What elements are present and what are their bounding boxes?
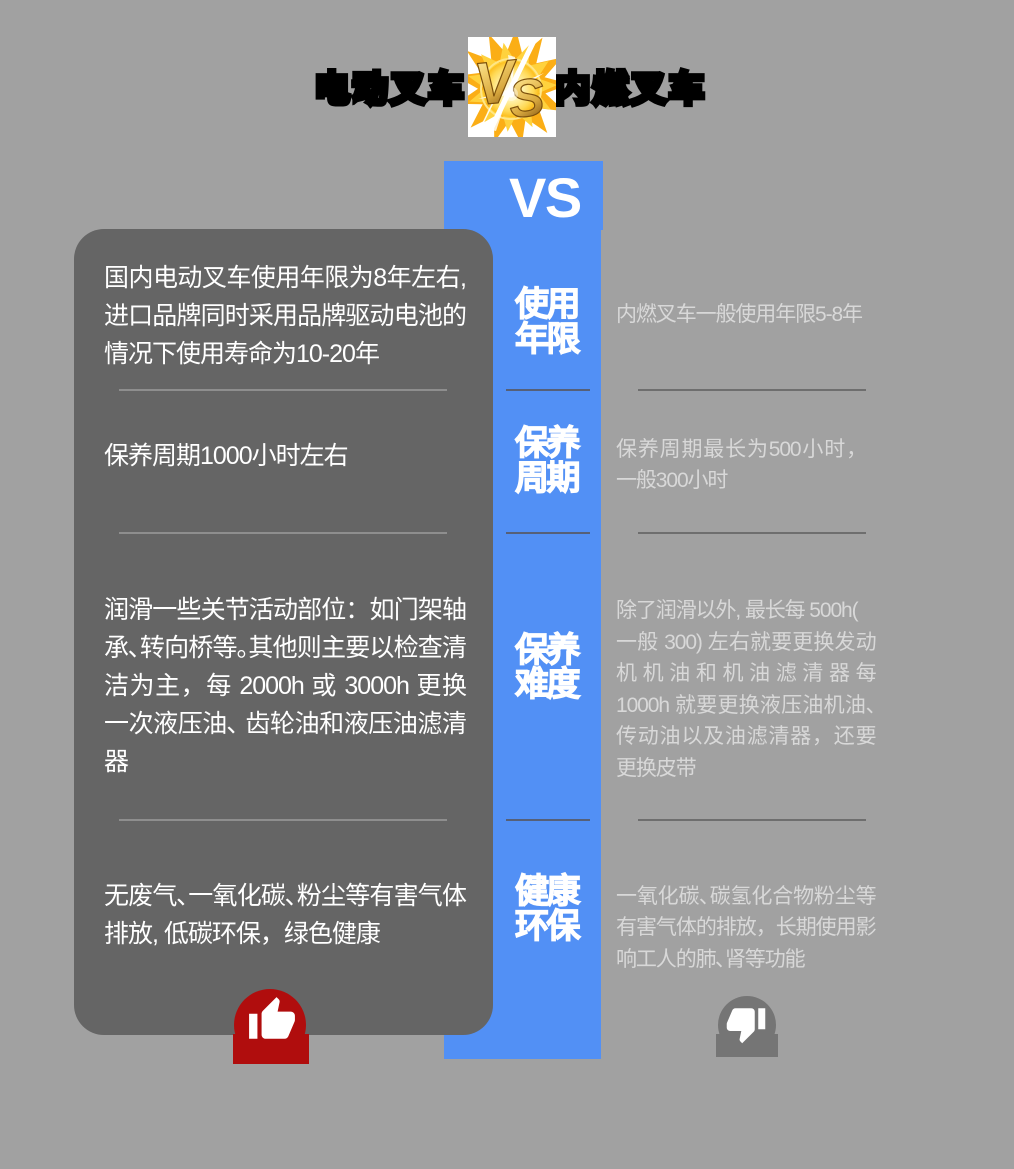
divider <box>119 532 447 534</box>
left-row-service-life: 国内电动叉车使用年限为8年左右, 进口品牌同时采用品牌驱动电池的情况下使用寿命为1… <box>104 259 467 373</box>
category-health-environment: 健康环保 <box>492 872 601 945</box>
text-line: 健康 <box>514 872 581 911</box>
text-line: 更换皮带 <box>616 756 697 780</box>
divider <box>506 532 590 534</box>
thumbs-down-icon <box>726 1008 766 1044</box>
text-line: 保养周期1000小时左右 <box>104 441 349 470</box>
vs-burst-badge: V S <box>453 13 570 182</box>
title-electric-forklift: 电动叉车 <box>312 67 467 112</box>
thumbs-up-tail <box>233 1034 309 1064</box>
thumbs-up-icon <box>249 997 295 1039</box>
right-row-maintenance-difficulty: 除了润滑以外, 最长每 500h( 一般 300) 左右就要更换发动机机油和机油滤… <box>616 595 877 784</box>
divider <box>638 532 866 534</box>
text-line: 进口品牌同时采用品牌驱动电池的 <box>104 302 467 330</box>
text-line: 一氧化碳､碳氢化合物粉尘等 <box>616 884 877 908</box>
vs-column-header-label: VS <box>509 166 582 229</box>
thumbs-up-badge <box>233 989 309 1064</box>
text-line: 无废气､一氧化碳､粉尘等有害气体 <box>104 881 467 910</box>
divider <box>638 389 866 391</box>
title-ic-forklift: 内燃叉车 <box>552 67 708 112</box>
right-row-service-life: 内燃叉车一般使用年限5-8年 <box>616 299 869 331</box>
text-line: 排放, 低碳环保，绿色健康 <box>104 919 381 948</box>
divider <box>119 819 447 821</box>
text-line: 内燃叉车一般使用年限5-8年 <box>616 302 863 326</box>
text-line: 保养 <box>514 424 581 463</box>
text-line: 情况下使用寿命为10-20年 <box>104 340 380 368</box>
text-line: 使用 <box>514 285 581 324</box>
thumbs-down-tail <box>716 1034 778 1057</box>
text-line: 一次液压油､ 齿轮油和液压油滤清 <box>104 709 467 738</box>
thumbs-down-badge <box>716 996 778 1057</box>
text-line: 洁为主，每 2000h 或 3000h 更换 <box>104 671 467 700</box>
text-line: 国内电动叉车使用年限为8年左右, <box>104 264 467 292</box>
divider <box>506 819 590 821</box>
left-row-maintenance-cycle: 保养周期1000小时左右 <box>104 437 466 475</box>
divider <box>119 389 447 391</box>
text-line: 传动油以及油滤清器，还要 <box>616 725 877 748</box>
electric-forklift-panel <box>74 229 493 1035</box>
text-line: 一般 300) 左右就要更换发动 <box>616 630 877 654</box>
left-row-health-environment: 无废气､一氧化碳､粉尘等有害气体排放, 低碳环保，绿色健康 <box>104 877 467 953</box>
text-line: 周期 <box>514 459 581 497</box>
text-line: 承､转向桥等｡其他则主要以检查清 <box>104 633 467 662</box>
text-line: 难度 <box>514 665 581 704</box>
right-row-health-environment: 一氧化碳､碳氢化合物粉尘等有害气体的排放，长期使用影响工人的肺､肾等功能 <box>616 881 877 976</box>
text-line: 机机油和机油滤清器每 <box>616 662 877 685</box>
text-line: 响工人的肺､肾等功能 <box>616 947 806 971</box>
divider <box>638 819 866 821</box>
left-row-maintenance-difficulty: 润滑一些关节活动部位：如门架轴承､转向桥等｡其他则主要以检查清洁为主，每 200… <box>104 591 467 781</box>
category-maintenance-difficulty: 保养难度 <box>492 631 601 704</box>
text-line: 除了润滑以外, 最长每 500h( <box>616 599 859 622</box>
badge-letter-s: S <box>506 67 547 129</box>
right-row-maintenance-cycle: 保养周期最长为500小时， 一般300小时 <box>616 434 867 497</box>
text-line: 润滑一些关节活动部位：如门架轴 <box>104 595 467 624</box>
text-line: 一般300小时 <box>616 469 728 492</box>
text-line: 年限 <box>514 320 581 358</box>
text-line: 有害气体的排放，长期使用影 <box>616 916 877 939</box>
text-line: 保养周期最长为500小时， <box>616 437 867 461</box>
category-service-life: 使用年限 <box>492 285 601 358</box>
text-line: 环保 <box>514 907 581 945</box>
vs-column-header-tab <box>444 161 603 230</box>
text-line: 器 <box>104 747 129 776</box>
divider <box>506 389 590 391</box>
text-line: 保养 <box>514 631 581 669</box>
category-maintenance-cycle: 保养周期 <box>492 424 601 497</box>
text-line: 1000h 就要更换液压油机油､ <box>616 693 877 717</box>
